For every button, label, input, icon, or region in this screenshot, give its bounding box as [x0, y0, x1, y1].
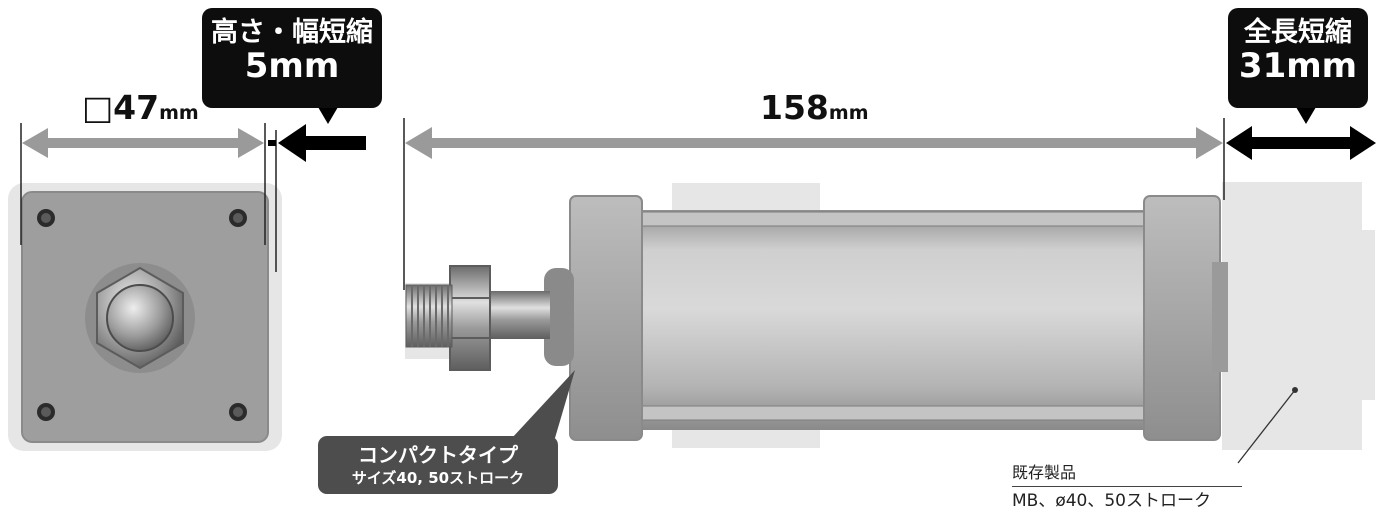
badge-subtitle: サイズ40, 50ストローク	[351, 469, 525, 487]
dimension-value: □47	[82, 88, 160, 127]
length-dimension-label: 158mm	[760, 88, 869, 127]
length-reduction-callout: 全長短縮 31mm	[1228, 8, 1368, 108]
length-dimension-arrow	[403, 118, 1225, 290]
rod-end	[106, 284, 174, 352]
piston-rod	[490, 291, 550, 339]
badge-title: コンパクトタイプ	[358, 443, 518, 467]
width-dimension-arrow	[20, 123, 277, 272]
badge-pointer	[512, 370, 575, 438]
screw-hole	[37, 403, 55, 421]
end-view	[8, 183, 282, 451]
head-cover	[569, 195, 643, 441]
screw-hole	[229, 403, 247, 421]
compact-type-badge: コンパクトタイプ サイズ40, 50ストローク	[318, 436, 558, 494]
existing-leader	[1237, 387, 1298, 464]
existing-product-name: 既存製品	[1012, 463, 1077, 482]
callout-title: 高さ・幅短縮	[211, 17, 373, 48]
rod-cover	[1143, 195, 1221, 441]
screw-hole	[229, 209, 247, 227]
height-reduction-arrow	[268, 107, 366, 162]
side-view-ghost-cap	[1222, 182, 1362, 450]
height-width-reduction-callout: 高さ・幅短縮 5mm	[202, 8, 382, 108]
existing-product-spec: MB、ø40、50ストローク	[1012, 491, 1211, 511]
existing-product-caption: 既存製品 MB、ø40、50ストローク	[1012, 462, 1242, 511]
length-reduction-arrow	[1226, 107, 1376, 160]
callout-title: 全長短縮	[1244, 17, 1352, 48]
tie-rod	[635, 405, 1147, 421]
screw-hole	[37, 209, 55, 227]
dimension-value: 158	[760, 88, 829, 127]
dimension-unit: mm	[159, 102, 199, 124]
hex-nut	[449, 265, 491, 371]
callout-value: 31mm	[1238, 46, 1358, 86]
rod-bushing	[544, 268, 574, 366]
width-dimension-label: □47mm	[82, 88, 199, 127]
cylinder-tube	[636, 210, 1146, 430]
caption-divider	[1012, 486, 1242, 487]
dimension-unit: mm	[828, 102, 869, 124]
tie-rod	[635, 211, 1147, 227]
callout-value: 5mm	[244, 46, 340, 86]
side-view	[405, 182, 1375, 450]
